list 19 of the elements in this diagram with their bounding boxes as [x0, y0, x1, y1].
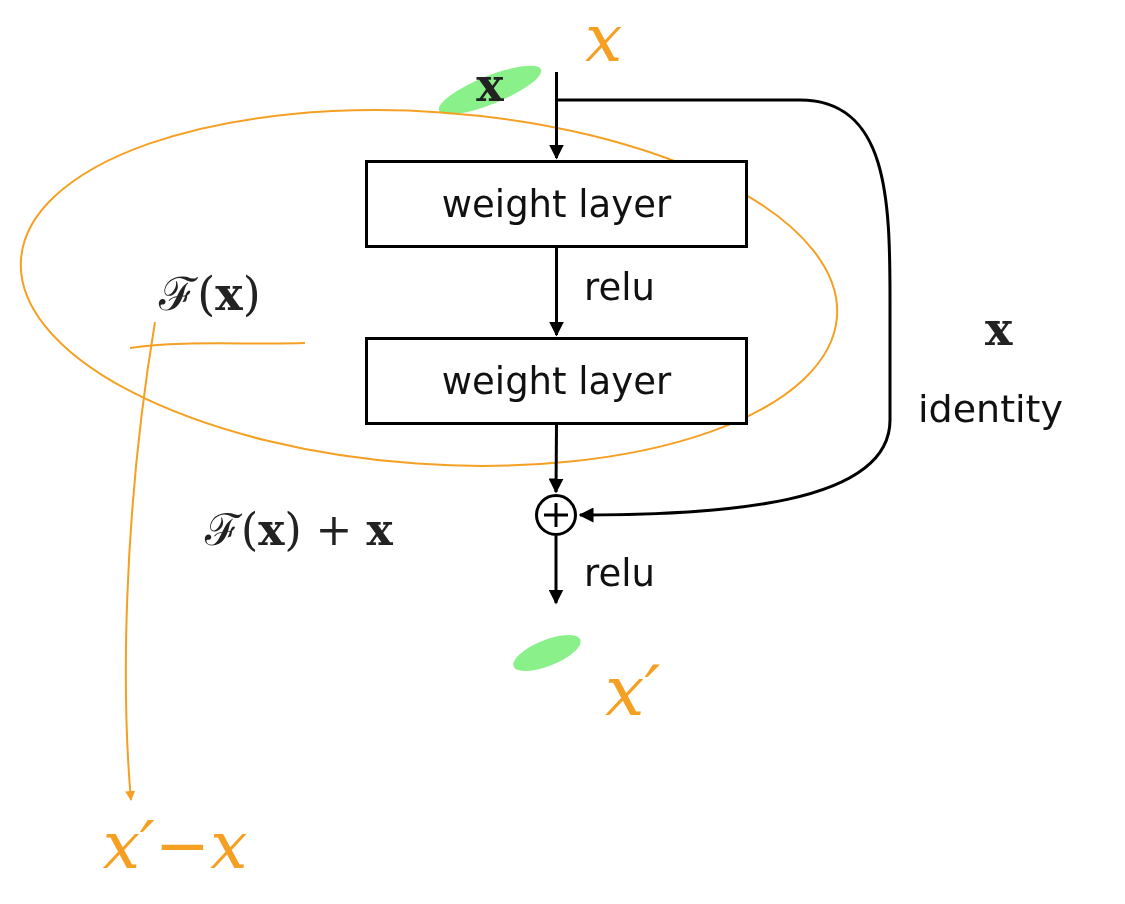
- handwritten-note: x′: [605, 650, 661, 732]
- handwritten-note: x: [585, 0, 623, 77]
- arrow: [556, 98, 892, 523]
- function-label: ℱ(x): [159, 266, 261, 323]
- arrow: [549, 72, 564, 160]
- layer-box: [365, 160, 748, 248]
- arrow: [548, 536, 564, 605]
- layer-label: weight layer: [441, 182, 672, 226]
- sum-label: ℱ(x) + x: [205, 504, 393, 555]
- arrow: [548, 425, 564, 494]
- math-symbol: x: [985, 302, 1013, 356]
- layer-box: [365, 337, 748, 425]
- identity-label: identity: [918, 387, 1063, 431]
- sum-circle: [535, 494, 577, 536]
- input-symbol: x: [476, 58, 504, 112]
- layer-label: weight layer: [441, 359, 672, 403]
- arrow: [549, 248, 564, 337]
- handwritten-arrow: [124, 321, 156, 801]
- handwritten-note: x′−x: [102, 806, 248, 884]
